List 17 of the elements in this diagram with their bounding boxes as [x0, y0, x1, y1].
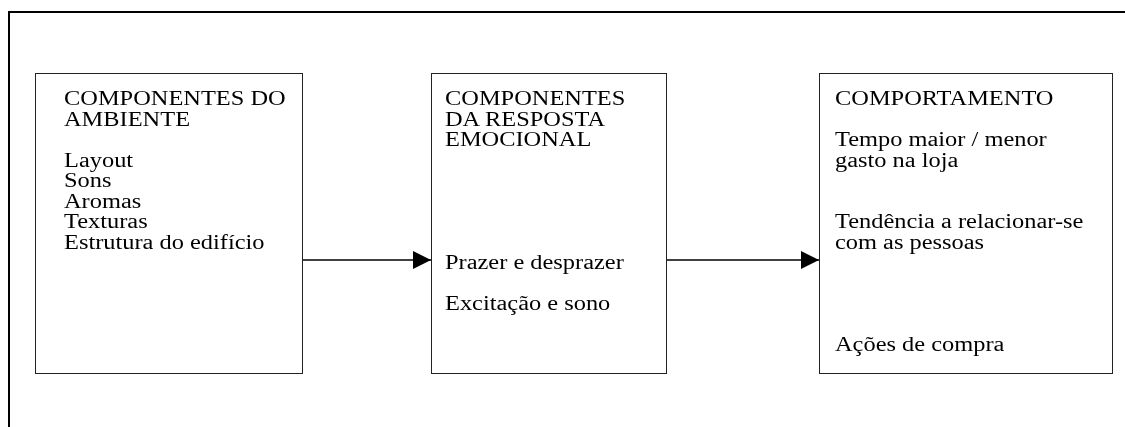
list-item: Aromas: [64, 190, 143, 211]
box-heading: COMPONENTES DA RESPOSTA EMOCIONAL: [445, 88, 627, 150]
list-item: Prazer e desprazer: [445, 252, 625, 273]
list-item: Tendência a relacionar-se com as pessoas: [835, 211, 1085, 252]
process-box: [819, 73, 1113, 374]
box-heading: COMPORTAMENTO: [835, 88, 1055, 109]
arrow: [666, 251, 820, 269]
list-item: Ações de compra: [835, 334, 1006, 355]
list-item: Texturas: [64, 211, 149, 232]
list-item: Tempo maior / menor gasto na loja: [835, 129, 1048, 170]
list-item: Excitação e sono: [445, 293, 612, 314]
list-item: Estrutura do edifício: [64, 231, 266, 252]
process-box: [431, 73, 667, 374]
list-item: Layout: [64, 149, 135, 170]
process-box: [35, 73, 303, 374]
arrow: [302, 251, 432, 269]
box-heading: COMPONENTES DO AMBIENTE: [64, 88, 287, 129]
